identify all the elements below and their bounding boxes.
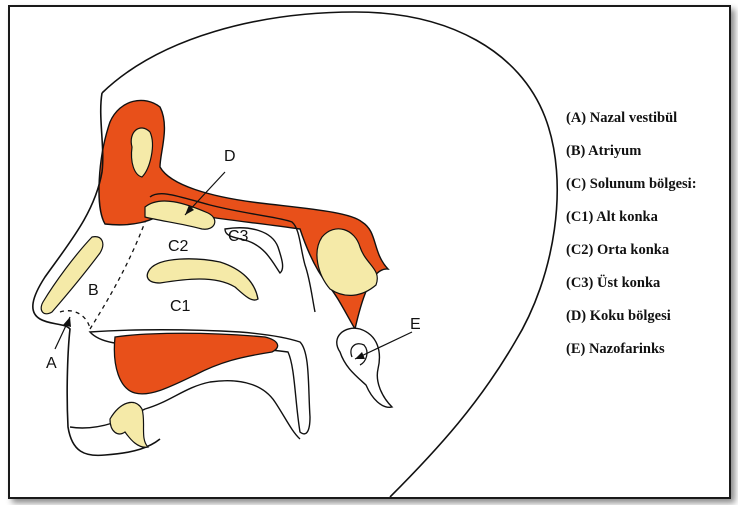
legend: (A) Nazal vestibül (B) Atriyum (C) Solun… — [566, 102, 697, 366]
legend-item-c2: (C2) Orta konka — [566, 234, 697, 267]
middle-concha — [147, 259, 258, 300]
legend-item-b: (B) Atriyum — [566, 135, 697, 168]
label-a: A — [46, 355, 57, 372]
legend-item-c1: (C1) Alt konka — [566, 201, 697, 234]
figure-frame: A B C1 C2 C3 D E (A) Nazal vestibül (B) … — [8, 5, 731, 499]
label-e: E — [410, 316, 421, 333]
legend-item-c: (C) Solunum bölgesi: — [566, 168, 697, 201]
nasopharynx-wall — [337, 328, 392, 407]
legend-item-e: (E) Nazofarinks — [566, 333, 697, 366]
tooth — [110, 402, 148, 447]
legend-item-c3: (C3) Üst konka — [566, 267, 697, 300]
legend-item-d: (D) Koku bölgesi — [566, 300, 697, 333]
label-c2: C2 — [168, 238, 189, 255]
legend-item-a: (A) Nazal vestibül — [566, 102, 697, 135]
label-c3: C3 — [228, 228, 249, 245]
palate — [70, 381, 300, 439]
label-c1: C1 — [170, 298, 191, 315]
label-b: B — [88, 282, 99, 299]
nasal-cartilage — [41, 237, 103, 314]
label-d: D — [224, 148, 236, 165]
